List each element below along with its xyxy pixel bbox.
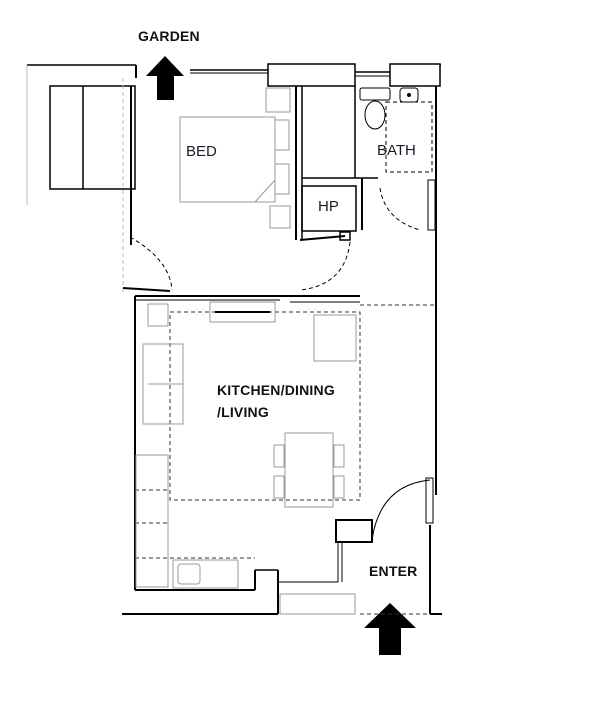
internal-walls bbox=[295, 86, 378, 241]
garden-label: GARDEN bbox=[138, 28, 200, 44]
wardrobe bbox=[49, 78, 136, 295]
bed-label: BED bbox=[186, 143, 217, 160]
living-walls bbox=[122, 295, 434, 615]
bathroom-fixtures bbox=[359, 87, 436, 231]
exterior-walls bbox=[26, 63, 442, 615]
kitchen-label-line1: KITCHEN/DINING bbox=[217, 382, 335, 398]
kitchen-label-line2: /LIVING bbox=[217, 404, 269, 420]
living-furniture bbox=[135, 301, 357, 615]
bath-label: BATH bbox=[377, 142, 416, 159]
enter-label: ENTER bbox=[369, 563, 418, 579]
hp-label: HP bbox=[318, 198, 339, 215]
bedroom-doors bbox=[122, 236, 351, 292]
bed bbox=[179, 87, 291, 229]
enter-arrow-icon bbox=[364, 603, 416, 655]
garden-arrow-icon bbox=[146, 56, 184, 100]
